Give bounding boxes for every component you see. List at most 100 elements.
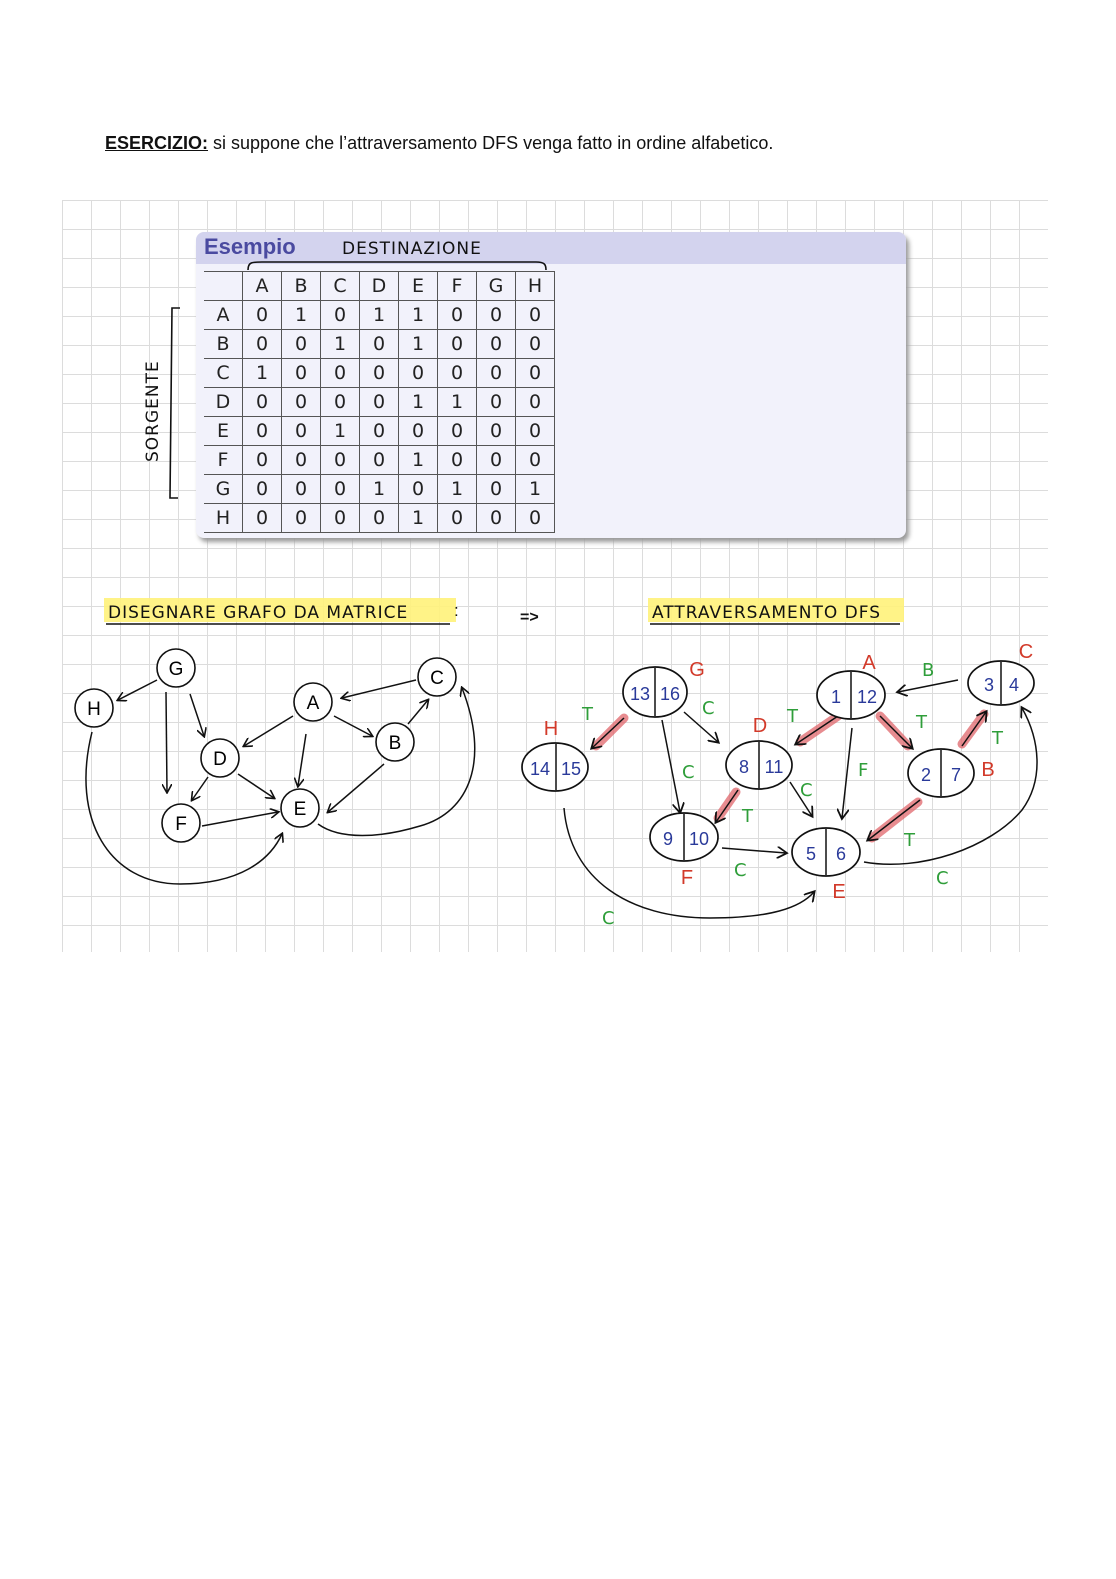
matrix-cell: 1 xyxy=(515,474,555,504)
edge-classification-labels: T C C T B T F T C T C T C C xyxy=(581,660,1004,929)
node-f: F xyxy=(161,803,201,843)
node-letter: E xyxy=(832,881,845,903)
discovery-time: 5 xyxy=(806,844,816,864)
finish-time: 11 xyxy=(765,757,784,777)
finish-time: 16 xyxy=(660,684,680,704)
row-header: A xyxy=(204,300,243,330)
finish-time: 15 xyxy=(561,759,581,779)
svg-text:H: H xyxy=(87,699,101,720)
destination-label: DESTINAZIONE xyxy=(342,239,482,259)
edge-a-d xyxy=(796,715,839,744)
dfs-node-f: 9 10 F xyxy=(649,812,719,889)
matrix-cell: 0 xyxy=(320,503,360,533)
svg-text:F: F xyxy=(175,814,187,835)
matrix-cell: 0 xyxy=(476,503,516,533)
source-annotation: SORGENTE xyxy=(143,307,180,499)
matrix-cell: 0 xyxy=(242,300,282,330)
left-heading-text: DISEGNARE GRAFO DA MATRICE xyxy=(108,603,408,623)
finish-time: 12 xyxy=(857,687,877,707)
node-letter: C xyxy=(1019,641,1033,663)
left-graph-edges xyxy=(85,679,476,885)
edge-g-d xyxy=(683,711,718,742)
heading-colon: : xyxy=(454,601,459,620)
block-title: Esempio xyxy=(204,234,296,259)
matrix-cell: 0 xyxy=(242,387,282,417)
matrix-cell: 0 xyxy=(476,300,516,330)
matrix-cell: 1 xyxy=(398,503,438,533)
dfs-node-c: 3 4 C xyxy=(967,641,1035,706)
exercise-statement: ESERCIZIO: si suppone che l’attraversame… xyxy=(105,133,773,154)
matrix-cell: 1 xyxy=(242,358,282,388)
finish-time: 6 xyxy=(836,844,846,864)
matrix-cell: 0 xyxy=(281,329,321,359)
matrix-cell: 0 xyxy=(515,300,555,330)
matrix-header-row: A B C D E F G H xyxy=(204,271,555,301)
matrix-cell: 0 xyxy=(437,416,477,446)
matrix-cell: 0 xyxy=(515,329,555,359)
matrix-cell: 0 xyxy=(398,358,438,388)
node-letter: D xyxy=(753,715,767,737)
matrix-cell: 0 xyxy=(359,503,399,533)
svg-text:E: E xyxy=(294,799,307,820)
label-cross: C xyxy=(734,860,747,881)
matrix-cell: 0 xyxy=(515,503,555,533)
source-bracket xyxy=(169,307,180,499)
matrix-cell: 0 xyxy=(320,474,360,504)
matrix-cell: 0 xyxy=(281,474,321,504)
col-header: F xyxy=(437,271,477,301)
edge-a-e xyxy=(842,727,853,818)
node-h: H xyxy=(74,688,114,728)
edge-d-e xyxy=(237,773,274,798)
left-heading: DISEGNARE GRAFO DA MATRICE : xyxy=(104,598,459,625)
label-tree: T xyxy=(786,706,799,727)
exercise-text: si suppone che l’attraversamento DFS ven… xyxy=(208,133,774,153)
edge-c-a xyxy=(898,679,959,692)
node-letter: F xyxy=(681,867,693,889)
heading-highlight xyxy=(648,598,904,622)
discovery-time: 9 xyxy=(663,829,673,849)
edge-d-f xyxy=(716,789,739,822)
block-header xyxy=(196,232,906,264)
row-header: G xyxy=(204,474,243,504)
dfs-node-g: 13 16 G xyxy=(622,659,705,718)
matrix-cell: 0 xyxy=(281,358,321,388)
matrix-cell: 0 xyxy=(515,416,555,446)
edge-g-h xyxy=(592,717,625,748)
label-cross: C xyxy=(702,698,715,719)
edge-b-e xyxy=(328,763,385,812)
edge-c-a xyxy=(342,679,417,698)
label-tree: T xyxy=(915,712,928,733)
matrix-cell: 1 xyxy=(437,474,477,504)
svg-text:A: A xyxy=(307,693,320,714)
discovery-time: 8 xyxy=(739,757,749,777)
node-letter: H xyxy=(544,718,558,740)
matrix-cell: 1 xyxy=(281,300,321,330)
label-cross: C xyxy=(800,780,813,801)
edge-e-c xyxy=(863,708,1038,866)
left-graph-nodes: G H A C D B F E xyxy=(74,648,457,843)
node-c: C xyxy=(417,657,457,697)
col-header: C xyxy=(320,271,360,301)
edge-e-c xyxy=(317,688,476,837)
label-tree: T xyxy=(903,830,916,851)
right-heading-text: ATTRAVERSAMENTO DFS xyxy=(652,603,881,623)
label-tree: T xyxy=(991,728,1004,749)
row-header: E xyxy=(204,416,243,446)
svg-text:B: B xyxy=(389,733,402,754)
discovery-time: 2 xyxy=(921,765,931,785)
svg-text:G: G xyxy=(169,659,184,680)
svg-text:C: C xyxy=(430,668,444,689)
label-cross: C xyxy=(602,908,615,929)
node-g: G xyxy=(156,648,196,688)
edge-b-c xyxy=(407,700,428,725)
matrix-cell: 0 xyxy=(515,387,555,417)
finish-time: 7 xyxy=(951,765,961,785)
row-header: D xyxy=(204,387,243,417)
